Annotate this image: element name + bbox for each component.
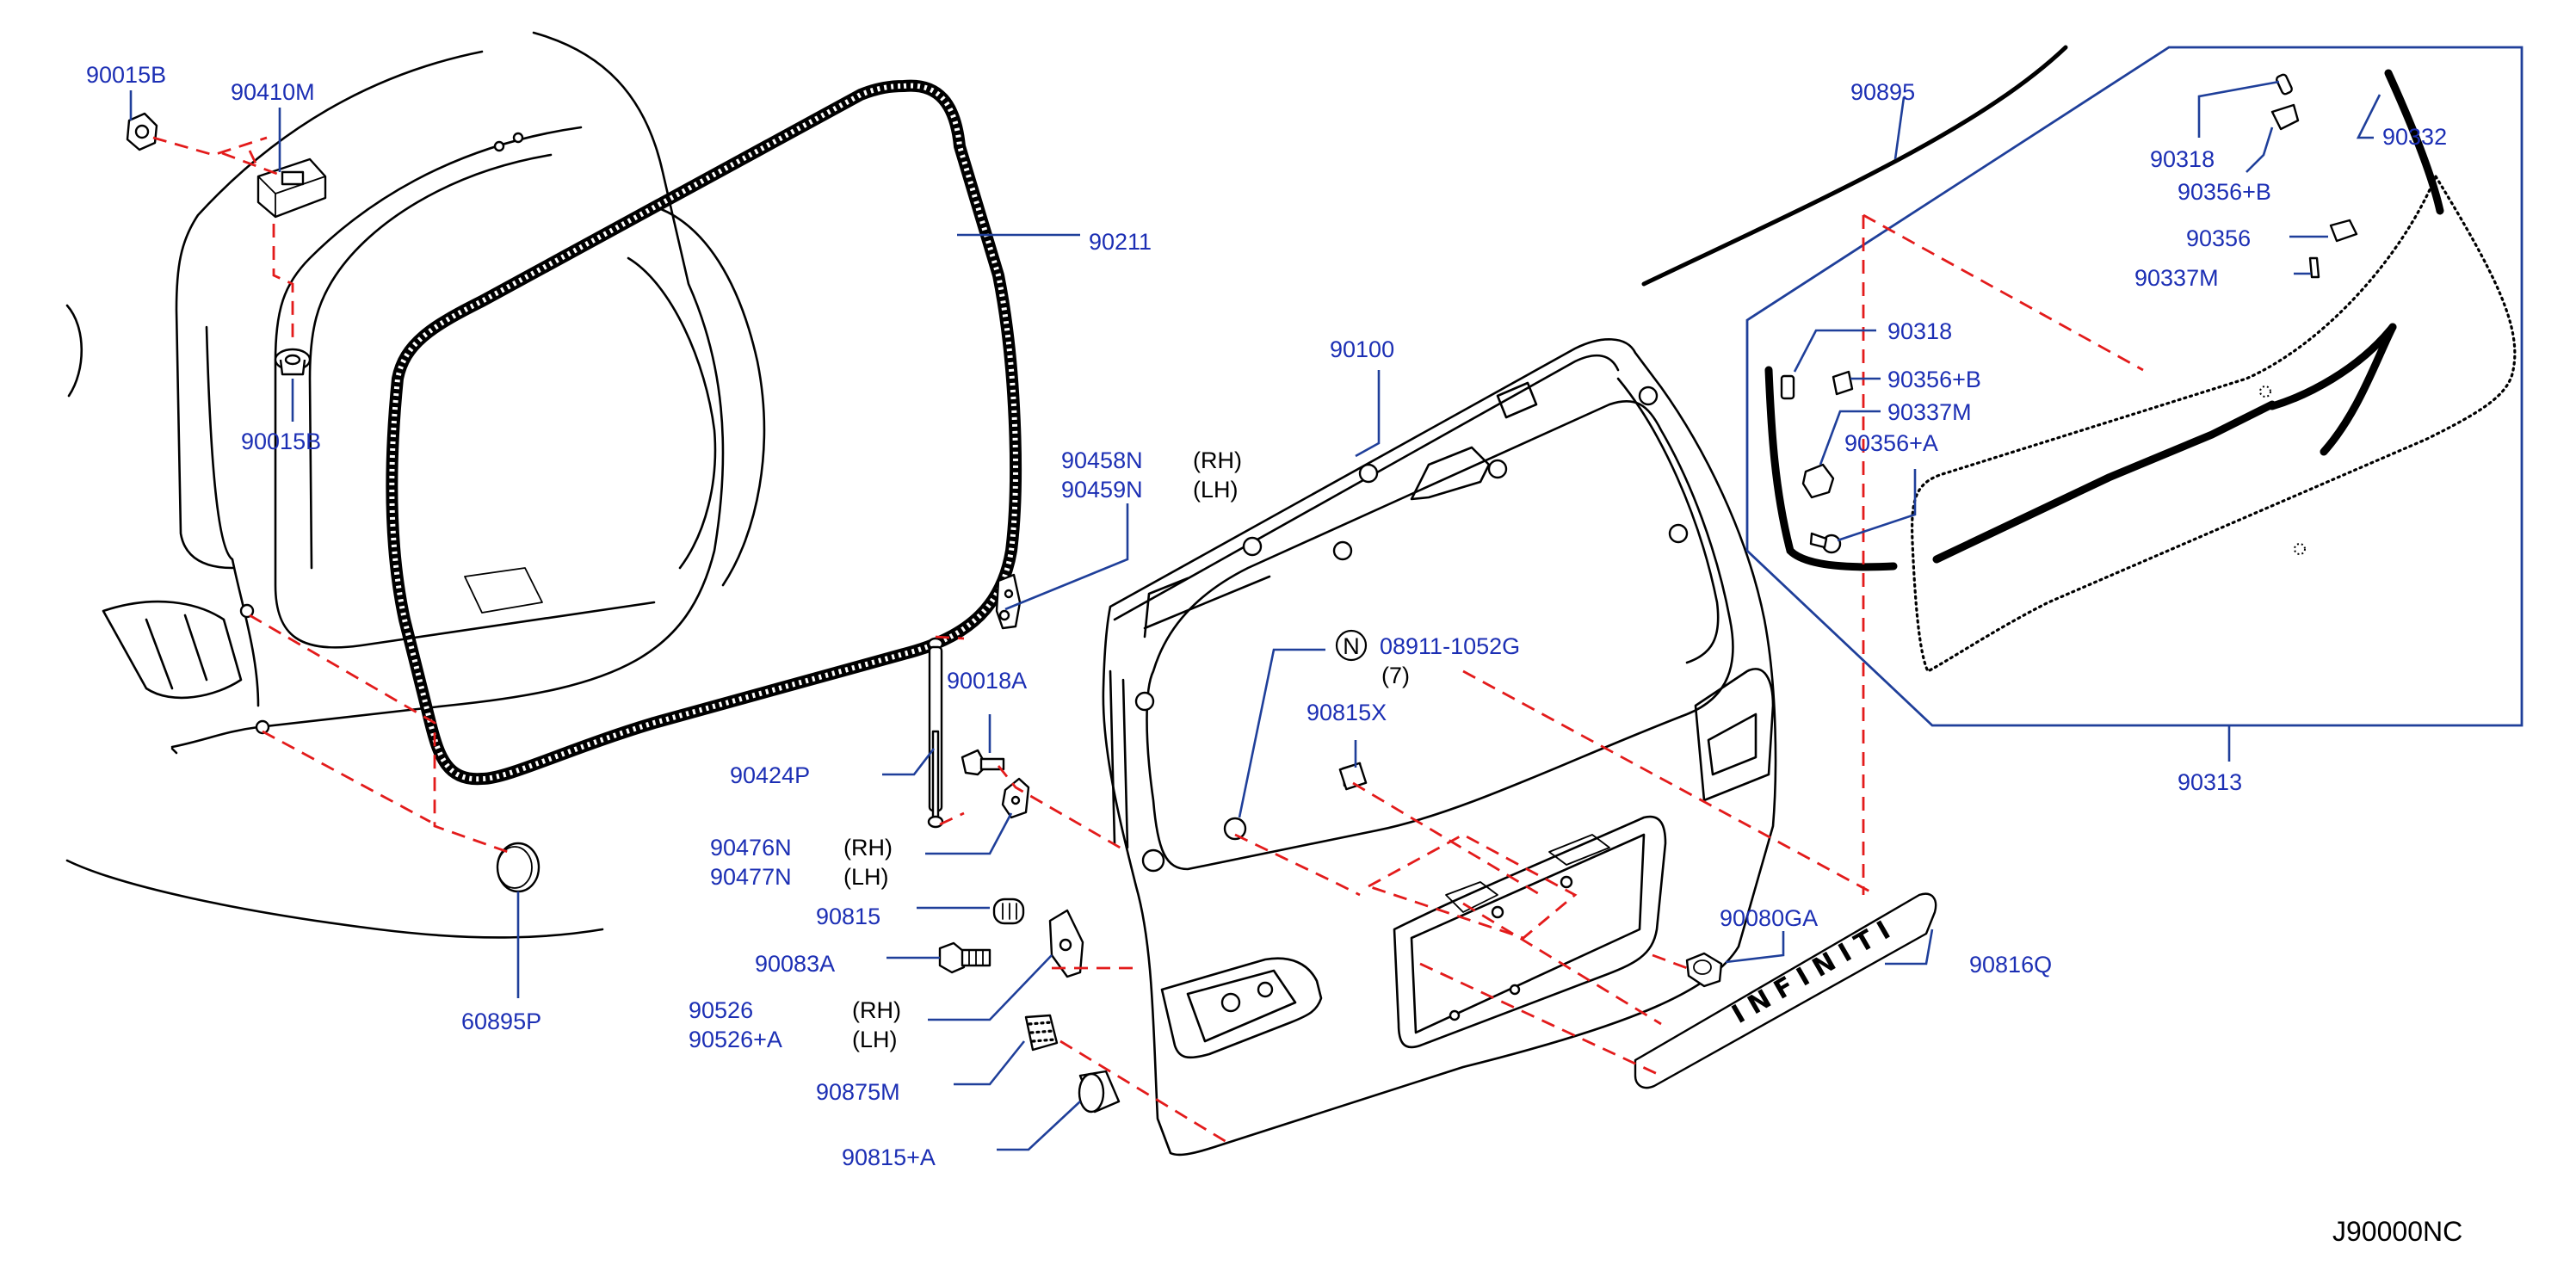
- label-90875M: 90875M: [816, 1079, 900, 1105]
- clip-90015B-top: [126, 112, 158, 151]
- label-90356A: 90356+A: [1844, 430, 1938, 456]
- label-90477N-side: (LH): [843, 864, 889, 890]
- label-90018A: 90018A: [947, 668, 1027, 694]
- label-90458N: 90458N: [1061, 447, 1143, 473]
- label-90080GA: 90080GA: [1720, 905, 1818, 931]
- label-90477N: 90477N: [710, 864, 792, 890]
- label-90100: 90100: [1330, 336, 1394, 362]
- part-labels: 90015B 90410M 90015B 90211 60895P 90458N…: [86, 62, 2462, 1247]
- clip-90318-top: [2276, 73, 2293, 96]
- sensor-90410M: [256, 157, 327, 219]
- label-60895P: 60895P: [461, 1009, 541, 1034]
- glass-group-box: [1745, 46, 2523, 727]
- label-90318-mid: 90318: [1887, 318, 1952, 344]
- label-90459N-side: (LH): [1193, 477, 1239, 503]
- label-90815: 90815: [816, 904, 880, 929]
- label-90459N: 90459N: [1061, 477, 1143, 503]
- note-symbol-N: N: [1335, 629, 1368, 662]
- back-door-glass-90313: [1764, 69, 2517, 674]
- clip-90337M-mid: [1801, 463, 1835, 499]
- label-90526-side: (RH): [852, 997, 901, 1023]
- leader-lines: [129, 80, 2381, 1151]
- bumper-90815A: [1078, 1070, 1121, 1114]
- label-90526A-side: (LH): [852, 1027, 898, 1052]
- label-90895: 90895: [1850, 79, 1915, 105]
- label-90410M: 90410M: [231, 79, 315, 105]
- label-90015B-bottom: 90015B: [241, 429, 321, 454]
- clip-90356A: [1809, 532, 1842, 554]
- weatherstrip-90211: [386, 79, 1022, 786]
- spacer-90337M-top: [2308, 256, 2320, 279]
- label-90318-top: 90318: [2150, 146, 2215, 172]
- assembly-lines: [152, 136, 2144, 1146]
- bumper-90875M: [1024, 1014, 1059, 1052]
- label-90313: 90313: [2178, 769, 2242, 795]
- gas-stay-90424P: [927, 637, 944, 829]
- label-08911-qty: (7): [1381, 663, 1410, 688]
- label-90337M-mid: 90337M: [1887, 399, 1972, 425]
- clip-90356B-top: [2270, 103, 2300, 131]
- label-90332: 90332: [2382, 124, 2447, 150]
- label-90526: 90526: [689, 997, 753, 1023]
- clip-90318-mid: [1780, 374, 1795, 400]
- clip-90356B-mid: [1832, 370, 1854, 396]
- bumper-90815: [992, 898, 1025, 925]
- back-door-panel-90100: [1102, 338, 1777, 1157]
- glass-molding-90895: [1641, 45, 2068, 287]
- label-90356B-mid: 90356+B: [1887, 367, 1981, 392]
- label-90476N-side: (RH): [843, 835, 893, 861]
- clip-90080GA: [1685, 952, 1723, 988]
- label-90211: 90211: [1089, 229, 1152, 255]
- label-90526A: 90526+A: [689, 1027, 782, 1052]
- label-90815A: 90815+A: [842, 1144, 936, 1170]
- label-90424P: 90424P: [730, 762, 810, 788]
- clip-90015B-bottom: [274, 348, 312, 376]
- label-90815X: 90815X: [1307, 700, 1387, 725]
- bolt-90018A: [961, 749, 1005, 776]
- bracket-90476N: [1001, 777, 1030, 819]
- label-90337M-top: 90337M: [2134, 265, 2219, 291]
- note-symbol-text: N: [1343, 633, 1360, 659]
- label-08911-1052G: 08911-1052G: [1380, 633, 1520, 659]
- label-90476N: 90476N: [710, 835, 792, 861]
- clip-90356: [2329, 219, 2358, 243]
- bolt-90083A: [938, 941, 991, 974]
- diagram-code: J90000NC: [2332, 1216, 2462, 1247]
- label-90083A: 90083A: [755, 951, 835, 977]
- label-90816Q: 90816Q: [1969, 952, 2052, 978]
- body-opening-panel: [65, 31, 766, 939]
- striker-90526: [1048, 909, 1084, 978]
- label-90356: 90356: [2186, 225, 2251, 251]
- label-90356B-top: 90356+B: [2178, 179, 2271, 205]
- label-90015B-top: 90015B: [86, 62, 166, 88]
- label-90458N-side: (RH): [1193, 447, 1242, 473]
- hinge-90458N: [995, 573, 1022, 630]
